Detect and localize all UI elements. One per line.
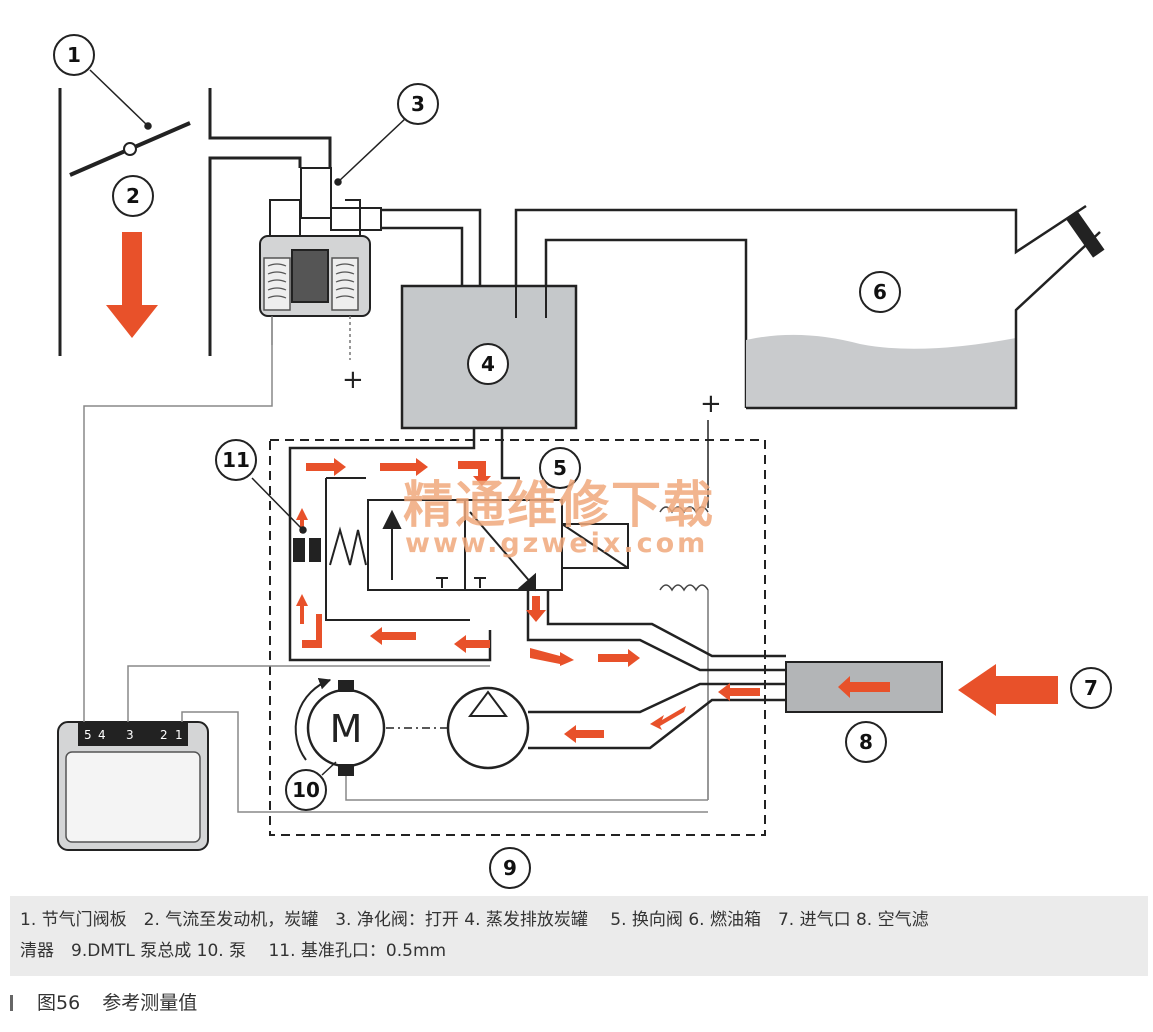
- ecu-pin-labels: 5 4 3 2 1: [84, 728, 183, 742]
- purge-pipes: [381, 208, 482, 286]
- purge-valve: [259, 167, 382, 360]
- callout-5: 5: [553, 456, 567, 480]
- spring-icon: [329, 526, 367, 566]
- ecu-module: [57, 721, 209, 851]
- changeover-valve: [325, 477, 629, 621]
- callout-3: 3: [411, 92, 425, 116]
- throttle-plate: [69, 121, 191, 177]
- figure-title-text: 参考测量值: [102, 992, 198, 1014]
- callout-2: 2: [126, 184, 140, 208]
- tank-vent-pipes: [514, 208, 1000, 408]
- ecu-pin-2: 2: [160, 728, 168, 742]
- fuel-filler-cap: [1065, 210, 1105, 258]
- figure-number: 图56: [37, 992, 81, 1014]
- legend-line-1: 1. 节气门阀板 2. 气流至发动机，炭罐 3. 净化阀：打开 4. 蒸发排放炭…: [20, 910, 929, 930]
- callout-11: 11: [222, 448, 250, 472]
- motor-label: M: [330, 707, 363, 751]
- purge-valve-plus: +: [342, 365, 364, 395]
- intake-arrow-icon: [958, 664, 1058, 716]
- callout-9: 9: [503, 856, 517, 880]
- intake-duct: [58, 88, 332, 356]
- ecu-pin-3: 3: [126, 728, 134, 742]
- wiring: [83, 345, 708, 813]
- coil-icon: [659, 420, 709, 800]
- air-channels: [526, 590, 786, 750]
- callout-10: 10: [292, 778, 320, 802]
- reference-orifice: [293, 538, 321, 562]
- callout-1: 1: [67, 43, 81, 67]
- callout-4: 4: [481, 352, 495, 376]
- legend-caption: 1. 节气门阀板 2. 气流至发动机，炭罐 3. 净化阀：打开 4. 蒸发排放炭…: [10, 896, 1148, 976]
- leader-lines: [89, 69, 407, 776]
- callouts: 1 2 3 4 5 6 7 8 9 10 11: [53, 34, 1112, 889]
- figure-title: 图56 参考测量值: [10, 988, 197, 1018]
- dmtl-plus: +: [700, 389, 722, 419]
- flow-arrow-icon: [296, 458, 760, 743]
- watermark-url: www.gzweix.com: [405, 528, 708, 559]
- legend-line-2: 清器 9.DMTL 泵总成 10. 泵 11. 基准孔口：0.5mm: [20, 941, 447, 961]
- watermark-cn: 精通维修下载: [403, 476, 715, 534]
- filter-flow-arrow-icon: [838, 676, 890, 698]
- fuel-tank: [746, 204, 1105, 410]
- callout-7: 7: [1084, 676, 1098, 700]
- pump-icon: [446, 686, 530, 770]
- motor-icon: [294, 678, 386, 776]
- callout-8: 8: [859, 730, 873, 754]
- ecu-pin-5: 5: [84, 728, 92, 742]
- pump-triangle: [468, 690, 508, 717]
- title-bar-icon: [10, 995, 13, 1011]
- callout-6: 6: [873, 280, 887, 304]
- dmtl-system-diagram: +: [53, 34, 1112, 889]
- ecu-pin-4: 4: [98, 728, 106, 742]
- dmtl-assembly-outline: [269, 439, 766, 836]
- canister-to-dmtl-pipes: [288, 428, 520, 662]
- airflow-to-engine-arrow-icon: [106, 232, 158, 338]
- ecu-pin-1: 1: [175, 728, 183, 742]
